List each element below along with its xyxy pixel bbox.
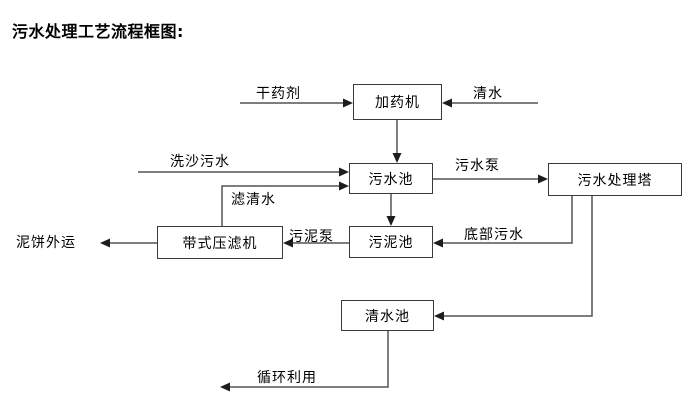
arrowhead-bottom-sewage bbox=[433, 238, 443, 248]
node-belt-filter-press[interactable]: 带式压滤机 bbox=[157, 226, 283, 259]
arrowhead-filtered-water bbox=[339, 181, 349, 191]
edge-label-sludge-pump: 污泥泵 bbox=[289, 229, 334, 245]
edge-label-sewage-pump: 污水泵 bbox=[455, 158, 500, 174]
arrowhead-clean-water-pool bbox=[434, 311, 444, 321]
edge-label-clean-water-in: 清水 bbox=[473, 86, 503, 102]
node-sewage-treatment-tower[interactable]: 污水处理塔 bbox=[548, 163, 682, 196]
edge-label-dry-agent: 干药剂 bbox=[256, 86, 301, 102]
edge-label-filtered-clear-water: 滤清水 bbox=[231, 192, 276, 208]
page-title: 污水处理工艺流程框图: bbox=[12, 22, 184, 41]
edge-label-bottom-sewage: 底部污水 bbox=[464, 227, 524, 243]
node-dosing-machine-label: 加药机 bbox=[375, 95, 420, 111]
arrowhead-dosing-down bbox=[392, 153, 402, 163]
arrowhead-clean-water bbox=[442, 98, 452, 108]
node-sewage-treatment-tower-label: 污水处理塔 bbox=[577, 172, 653, 189]
node-sewage-pool[interactable]: 污水池 bbox=[349, 163, 433, 194]
edge-label-recycling-reuse: 循环利用 bbox=[257, 370, 317, 386]
node-clean-water-pool[interactable]: 清水池 bbox=[341, 300, 434, 331]
node-dosing-machine[interactable]: 加药机 bbox=[353, 84, 442, 120]
edge-label-sand-washing-sewage: 洗沙污水 bbox=[170, 154, 230, 170]
arrowhead-sand-sewage bbox=[339, 167, 349, 177]
arrowhead-recycling-reuse bbox=[220, 382, 230, 392]
terminal-label-mud-cake-export: 泥饼外运 bbox=[16, 235, 76, 251]
node-sludge-pool[interactable]: 污泥池 bbox=[349, 226, 433, 258]
node-sludge-pool-label: 污泥池 bbox=[368, 235, 414, 251]
arrowhead-dry-agent bbox=[343, 98, 353, 108]
node-clean-water-pool-label: 清水池 bbox=[365, 308, 410, 325]
wire-tower-to-clean-water-pool bbox=[443, 196, 593, 317]
arrowhead-sewage-to-sludge bbox=[386, 216, 396, 226]
node-belt-filter-press-label: 带式压滤机 bbox=[182, 235, 258, 252]
arrowhead-sewage-pump bbox=[538, 174, 548, 184]
node-sewage-pool-label: 污水池 bbox=[368, 171, 414, 188]
arrowhead-mudcake bbox=[100, 238, 110, 248]
